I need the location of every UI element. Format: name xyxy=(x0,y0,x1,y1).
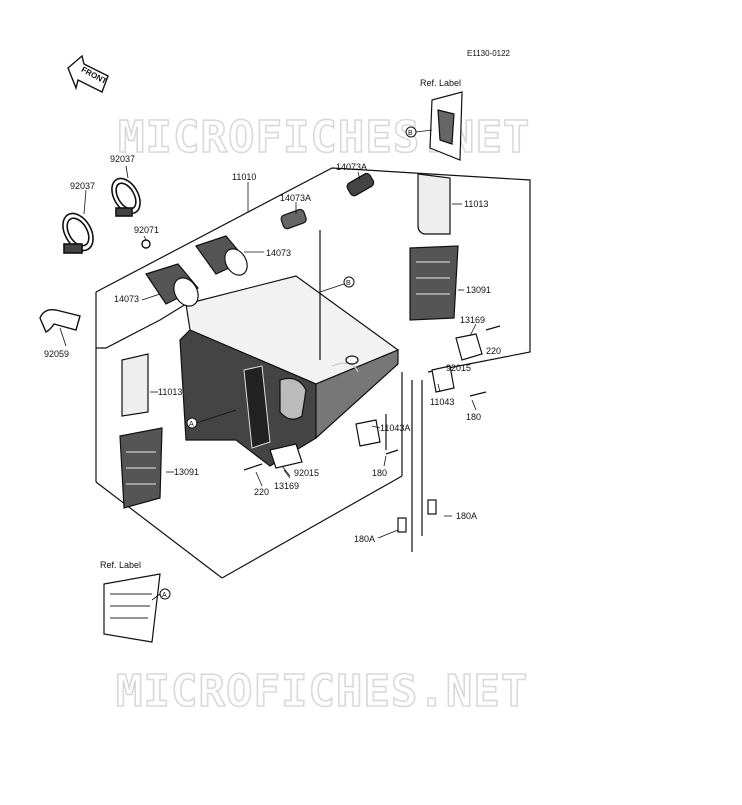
part-label: 13169 xyxy=(274,481,299,491)
hose-icon xyxy=(39,308,81,333)
part-label: 92015 xyxy=(446,363,471,373)
ref-label-top-marker: B xyxy=(405,126,417,138)
part-label: 14073A xyxy=(280,193,311,203)
part-label: 13091 xyxy=(466,285,491,295)
assembly-frame xyxy=(95,167,531,579)
washer-icon xyxy=(141,239,151,249)
svg-text:B: B xyxy=(408,130,413,137)
filter-element-icon xyxy=(119,245,459,509)
ref-label-bottom-marker: A xyxy=(159,588,171,600)
part-label: 180A xyxy=(456,511,477,521)
callout-a-marker: A xyxy=(186,417,198,429)
part-label: 14073 xyxy=(266,248,291,258)
part-label: 13091 xyxy=(174,467,199,477)
part-label: 14073 xyxy=(114,294,139,304)
front-arrow-icon: FRONT xyxy=(67,54,109,93)
part-label: 11013 xyxy=(464,199,488,209)
part-label: 11043A xyxy=(380,423,410,433)
part-label: 92071 xyxy=(134,225,159,235)
diagram-code: E1130-0122 xyxy=(467,49,511,58)
part-label: 13169 xyxy=(460,315,485,325)
intake-boot-icon xyxy=(195,235,248,276)
part-label: 180 xyxy=(466,412,481,422)
part-label: 92059 xyxy=(44,349,69,359)
mount-lines xyxy=(319,230,423,552)
clamp-icon xyxy=(62,212,94,254)
fitting-icon xyxy=(280,172,375,230)
part-label: 220 xyxy=(486,346,501,356)
part-label: 11043 xyxy=(430,397,454,407)
clamp-icon xyxy=(111,177,141,217)
leader-lines xyxy=(59,129,477,601)
part-label: 180A xyxy=(354,534,375,544)
part-label: 92037 xyxy=(110,154,135,164)
part-label: 92037 xyxy=(70,181,95,191)
intake-boot-icon xyxy=(145,263,199,307)
part-label: 11010 xyxy=(232,172,256,182)
ref-label-bottom-text: Ref. Label xyxy=(100,560,141,570)
part-label: 220 xyxy=(254,487,269,497)
part-label: 92015 xyxy=(294,468,319,478)
part-label: 11013 xyxy=(158,387,182,397)
bracket-icon xyxy=(243,325,501,533)
part-label: 180 xyxy=(372,468,387,478)
air-cleaner-housing xyxy=(179,275,400,467)
ref-label-top-text: Ref. Label xyxy=(420,78,461,88)
callout-b-marker: B xyxy=(343,276,355,288)
ref-label-plate-icon xyxy=(103,91,463,643)
watermark-bottom: MICROFICHES.NET xyxy=(116,666,528,717)
svg-text:B: B xyxy=(346,280,351,287)
part-label: 14073A xyxy=(336,162,367,172)
watermark-top: MICROFICHES.NET xyxy=(118,112,530,163)
svg-text:A: A xyxy=(162,592,167,599)
svg-text:A: A xyxy=(189,421,194,428)
cover-icon xyxy=(121,173,451,417)
